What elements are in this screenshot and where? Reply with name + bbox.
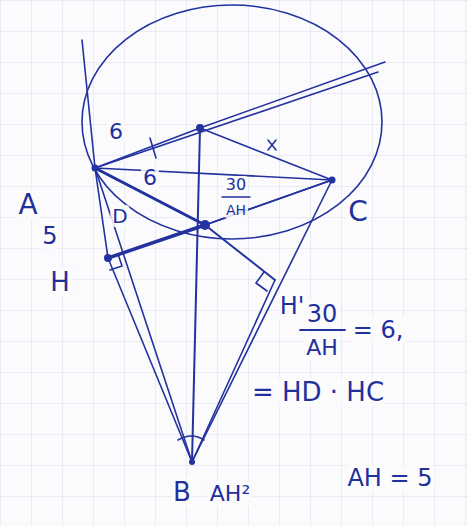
point-dot bbox=[196, 124, 204, 132]
right-angle-mark bbox=[256, 272, 267, 291]
length-label: 6 bbox=[141, 166, 159, 190]
point-label: H bbox=[48, 268, 72, 296]
fraction-denominator: AH bbox=[224, 202, 248, 218]
point-dot bbox=[189, 459, 195, 465]
point-label: D bbox=[110, 205, 129, 227]
fraction-bar bbox=[300, 329, 345, 331]
circle bbox=[82, 5, 382, 239]
segment-ah bbox=[95, 168, 108, 258]
point-dot bbox=[329, 177, 336, 184]
point-dot bbox=[92, 165, 99, 172]
length-label: 5 bbox=[40, 223, 59, 249]
vertical-line bbox=[192, 128, 200, 462]
tick-mark bbox=[150, 138, 156, 158]
note-denominator: AH bbox=[304, 336, 340, 360]
note-text: AH² bbox=[208, 482, 252, 506]
length-label: 6 bbox=[107, 120, 125, 144]
tangent-left bbox=[82, 40, 95, 168]
point-label: A bbox=[16, 190, 39, 220]
point-dot bbox=[200, 220, 210, 230]
right-angle-mark bbox=[110, 254, 122, 270]
note-text: = 6, bbox=[351, 317, 406, 343]
segment-ab bbox=[95, 168, 192, 462]
chord-line bbox=[95, 72, 378, 168]
note-text: = HD · HC bbox=[250, 378, 386, 406]
point-label: B bbox=[171, 478, 193, 506]
point-label: H' bbox=[278, 293, 307, 319]
note-text: AH = 5 bbox=[345, 465, 434, 491]
segment-hb bbox=[108, 258, 192, 462]
point-dot bbox=[104, 254, 112, 262]
fraction-numerator: 30 bbox=[224, 176, 248, 194]
point-label: C bbox=[346, 197, 370, 227]
tick-mark bbox=[268, 140, 276, 150]
fraction-bar bbox=[222, 196, 250, 197]
segment-top-c bbox=[200, 128, 332, 180]
segment-h2b bbox=[192, 280, 275, 462]
tangent-right bbox=[200, 62, 385, 128]
segment-hd bbox=[108, 225, 205, 258]
note-numerator: 30 bbox=[305, 301, 340, 327]
angle-arc bbox=[178, 436, 204, 440]
segment-ac bbox=[95, 168, 332, 180]
